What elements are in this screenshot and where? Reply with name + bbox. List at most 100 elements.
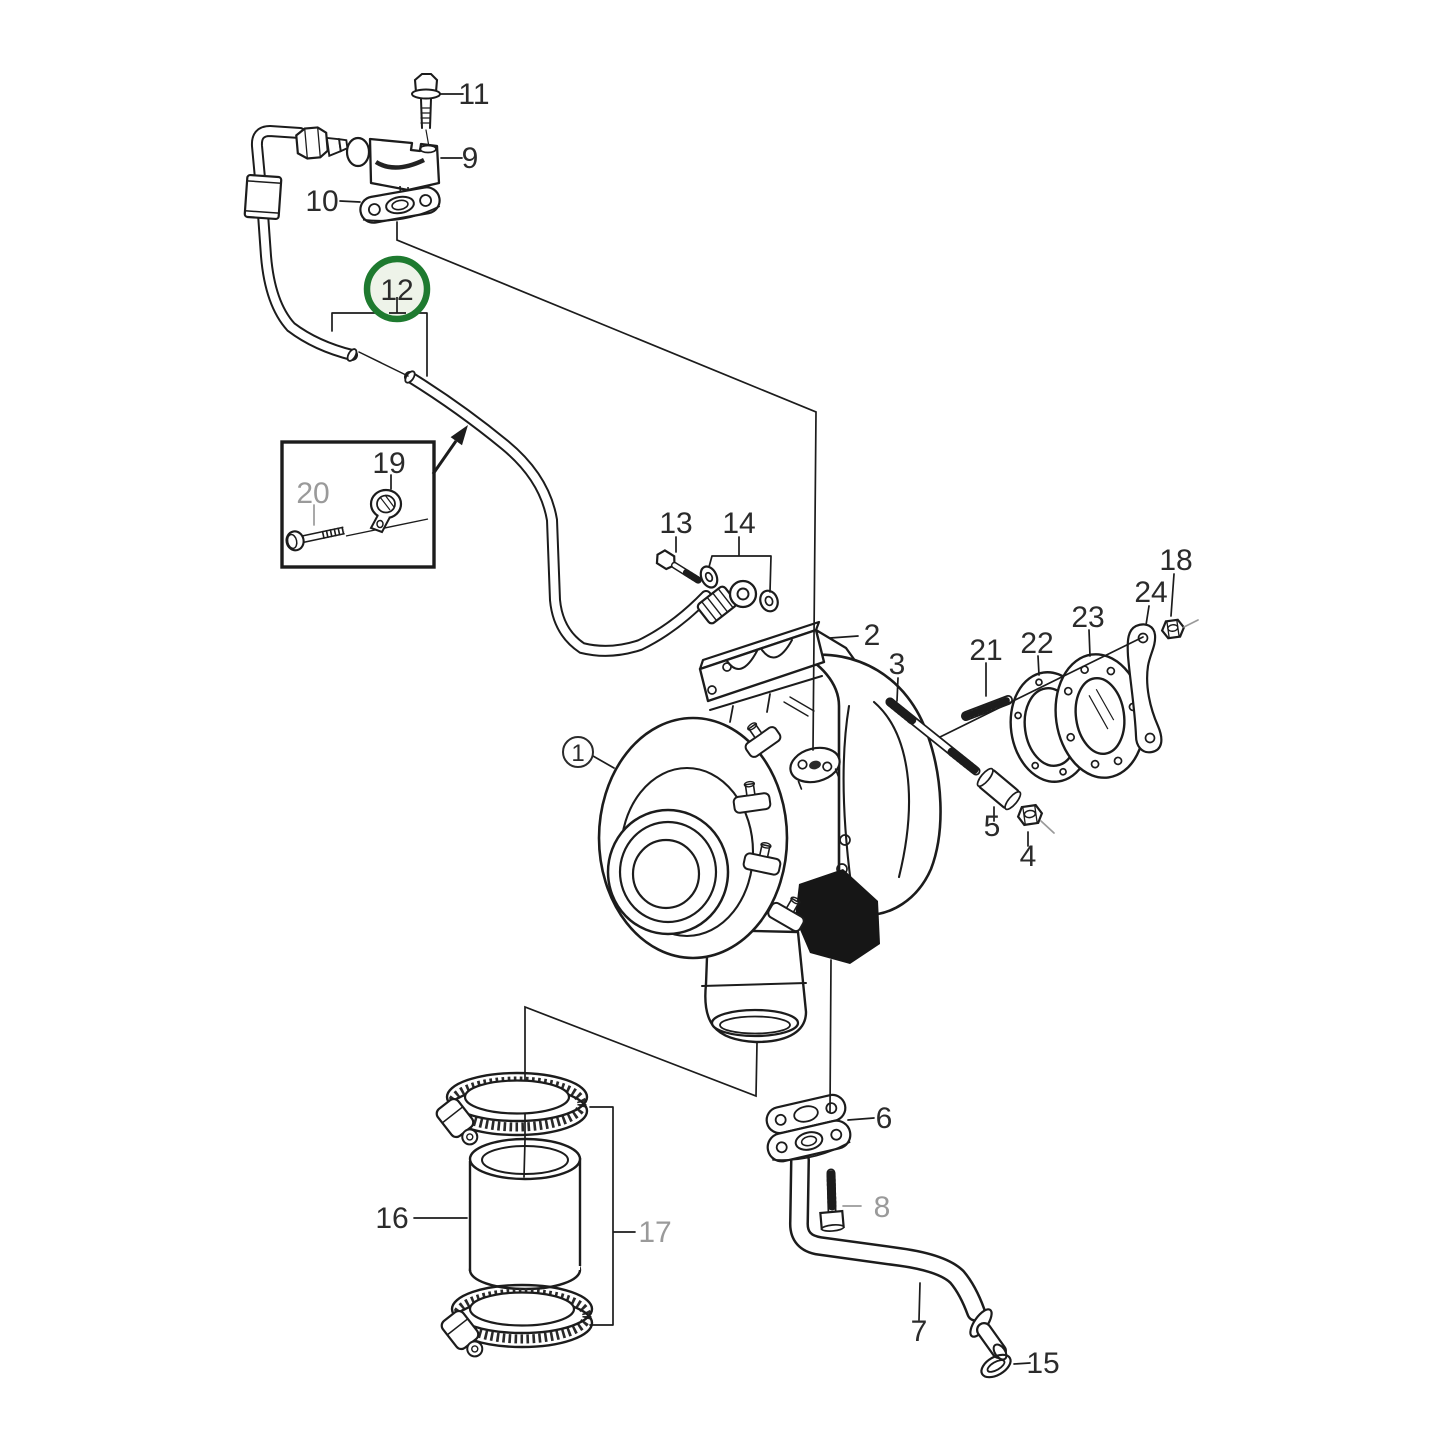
part-3-stud bbox=[885, 697, 981, 776]
part-9-oil-union-fitting bbox=[345, 136, 441, 217]
leader-turbo-to-flange6 bbox=[829, 959, 832, 1113]
highlight-ring[interactable] bbox=[363, 255, 431, 323]
part-15-o-ring bbox=[980, 1353, 1012, 1379]
part-label-22[interactable]: 22 bbox=[1020, 627, 1053, 660]
part-10-gasket bbox=[359, 186, 441, 224]
part-4-nut bbox=[1016, 803, 1044, 827]
bolt-20-axis-line bbox=[345, 518, 429, 537]
part-24-clamp-bracket bbox=[1126, 623, 1163, 754]
part-labels: 2 3 4 5 6 7 8 9 10 11 13 14 15 16 17 18 … bbox=[296, 78, 1192, 1380]
part-7-drain-pipe bbox=[789, 1150, 1008, 1361]
label-1-ring[interactable] bbox=[562, 736, 594, 768]
outlet-opening-inner bbox=[719, 1015, 791, 1035]
part-label-19[interactable]: 19 bbox=[372, 447, 405, 480]
part-label-9[interactable]: 9 bbox=[462, 142, 479, 175]
fitting-bolt-bore bbox=[419, 144, 437, 154]
part-6-gasket-upper bbox=[765, 1093, 847, 1135]
flange-2-gasket-edge bbox=[709, 675, 823, 711]
part-label-16[interactable]: 16 bbox=[375, 1202, 408, 1235]
part-label-7[interactable]: 7 bbox=[911, 1315, 928, 1348]
part-19-clamp bbox=[369, 488, 403, 534]
inset-box-19-20 bbox=[280, 425, 468, 569]
part-label-20[interactable]: 20 bbox=[296, 477, 329, 510]
part-1-turbocharger bbox=[597, 620, 942, 1044]
part-20-bolt bbox=[285, 526, 345, 552]
outlet-band-top bbox=[701, 982, 807, 987]
part-label-5[interactable]: 5 bbox=[984, 810, 1001, 843]
fitting-ball-end bbox=[345, 136, 371, 168]
part-label-21[interactable]: 21 bbox=[969, 634, 1002, 667]
banjo-eye-bore bbox=[736, 587, 750, 601]
leader-7 bbox=[918, 1282, 921, 1321]
part-label-23[interactable]: 23 bbox=[1071, 601, 1104, 634]
flange-2-arch-2 bbox=[761, 639, 793, 659]
pipe-seg2-core bbox=[406, 373, 710, 655]
part-12-oil-supply-pipe bbox=[243, 124, 758, 657]
pipe-seg1-core bbox=[252, 126, 356, 359]
highlight-circle-12[interactable]: 12 bbox=[363, 255, 431, 323]
part-label-15[interactable]: 15 bbox=[1026, 1347, 1059, 1380]
outlet-opening bbox=[710, 1008, 800, 1038]
part-label-24[interactable]: 24 bbox=[1134, 576, 1167, 609]
pipe-union-nut bbox=[295, 126, 329, 160]
part-16-hose bbox=[468, 1137, 582, 1291]
leader-1 bbox=[592, 755, 615, 769]
part-label-12[interactable]: 12 bbox=[380, 274, 413, 307]
inset-arrow-head bbox=[450, 425, 468, 446]
part-23-outlet-flange bbox=[1054, 653, 1146, 779]
flange-2-hole-1 bbox=[722, 662, 732, 672]
part-13-banjo-bolt bbox=[655, 549, 702, 584]
leader-18 bbox=[1170, 573, 1175, 617]
part-18-nut bbox=[1160, 618, 1186, 640]
circled-label-1[interactable]: 1 bbox=[562, 736, 594, 768]
leader-hose-end bbox=[523, 1139, 526, 1178]
inlet-bore bbox=[631, 838, 701, 910]
leader-23 bbox=[1088, 629, 1091, 657]
leader-22 bbox=[1037, 655, 1040, 676]
leader-18-stub bbox=[1183, 619, 1199, 628]
flange-2-hole-2 bbox=[707, 685, 717, 695]
leader-14 bbox=[708, 536, 772, 593]
part-label-18[interactable]: 18 bbox=[1159, 544, 1192, 577]
part-11-flange-bolt bbox=[411, 72, 441, 148]
turbine-arc-outer bbox=[872, 700, 911, 879]
leader-bracket-17 bbox=[589, 1106, 636, 1326]
turbine-bolt-hole-1 bbox=[839, 834, 851, 846]
leader-6 bbox=[847, 1117, 875, 1121]
leader-12-tick bbox=[389, 297, 406, 314]
part-label-10[interactable]: 10 bbox=[305, 185, 338, 218]
leader-2 bbox=[829, 635, 859, 639]
drain-pipe-opening bbox=[992, 1343, 1008, 1361]
part-5-spacer-sleeve bbox=[976, 767, 1022, 811]
leader-10-to-turbo bbox=[396, 221, 817, 751]
inset-box-frame bbox=[280, 440, 436, 569]
part-label-14[interactable]: 14 bbox=[722, 507, 755, 540]
shadow-region bbox=[795, 869, 880, 964]
turbine-arc-inner bbox=[842, 704, 853, 886]
part-label-8[interactable]: 8 bbox=[874, 1191, 891, 1224]
part-label-6[interactable]: 6 bbox=[876, 1102, 893, 1135]
part-label-13[interactable]: 13 bbox=[659, 507, 692, 540]
part-label-1[interactable]: 1 bbox=[571, 740, 584, 767]
vband-tabs bbox=[732, 722, 805, 933]
leader-4-stub bbox=[1040, 820, 1055, 834]
hose-clamp-lower bbox=[440, 1283, 594, 1358]
leader-15 bbox=[1013, 1362, 1031, 1365]
part-label-17[interactable]: 17 bbox=[638, 1216, 671, 1249]
part-6-flange-lower bbox=[766, 1119, 852, 1163]
part-label-11[interactable]: 11 bbox=[458, 78, 489, 111]
part-label-2[interactable]: 2 bbox=[864, 619, 881, 652]
part-8-bolt bbox=[819, 1168, 845, 1232]
hose-clamp-upper bbox=[435, 1071, 589, 1146]
inset-arrow-shaft bbox=[431, 440, 458, 475]
leader-3 bbox=[896, 677, 899, 702]
fitting-shadow-line bbox=[374, 157, 425, 170]
oil-inlet-boss bbox=[789, 746, 841, 790]
leader-24 bbox=[1145, 605, 1150, 626]
part-label-4[interactable]: 4 bbox=[1020, 840, 1037, 873]
leader-pipe-gap bbox=[358, 351, 409, 377]
pipe-heat-sleeve bbox=[243, 173, 283, 221]
part-label-3[interactable]: 3 bbox=[889, 648, 906, 681]
